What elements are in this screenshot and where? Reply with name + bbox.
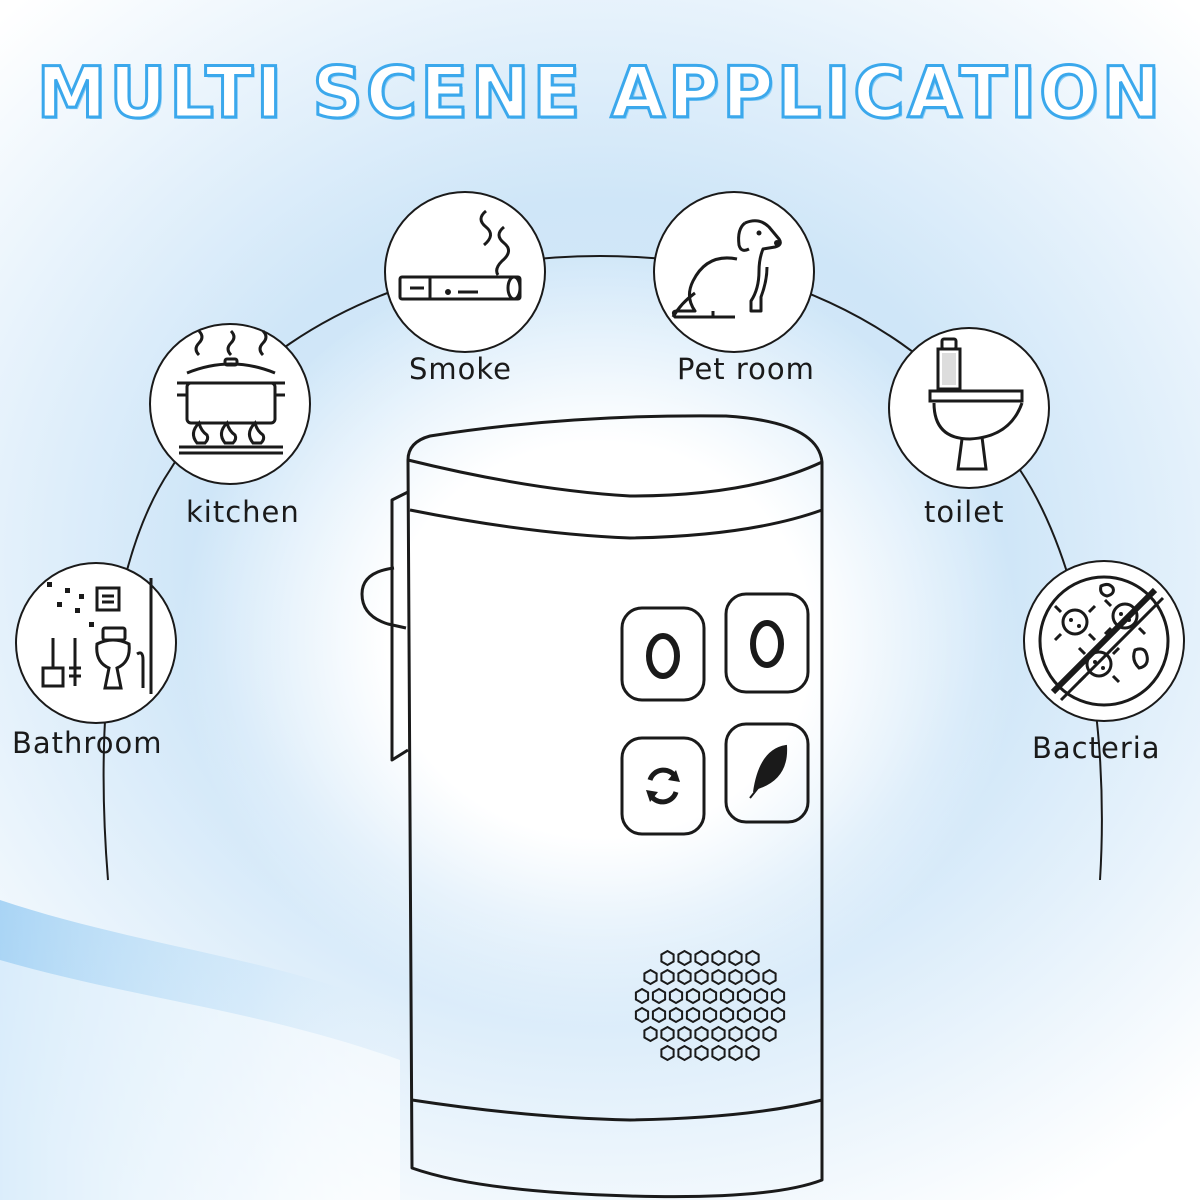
scene-label-smoke: Smoke: [409, 352, 513, 386]
grille-hole: [702, 987, 718, 1005]
grille-hole: [745, 1044, 760, 1062]
grille-hole: [694, 949, 709, 967]
button-ring-2: [724, 592, 810, 694]
grille-hole: [728, 949, 743, 967]
scene-label-pet-room: Pet room: [677, 352, 815, 386]
grille-hole: [711, 968, 726, 986]
grille-hole: [745, 968, 760, 986]
grille-hole: [694, 1044, 709, 1062]
scene-label-toilet: toilet: [924, 495, 1005, 529]
scene-label-bacteria: Bacteria: [1032, 731, 1161, 765]
scene-pet-room: [653, 191, 815, 353]
grille-hole: [677, 949, 692, 967]
grille-hole: [694, 1025, 709, 1043]
grille-hole: [719, 987, 735, 1005]
grille-hole: [677, 1025, 692, 1043]
grille-hole: [702, 1006, 718, 1024]
leaf-icon: [749, 744, 788, 799]
grille-hole: [745, 949, 760, 967]
grille-hole: [643, 968, 658, 986]
scene-bathroom: [15, 562, 177, 724]
grille-hole: [728, 968, 743, 986]
grille-hole: [711, 1044, 726, 1062]
grille-hole: [711, 1025, 726, 1043]
page-title: MULTI SCENE APPLICATION: [35, 51, 1164, 136]
grille-hole: [660, 949, 675, 967]
grille-hole: [643, 1025, 658, 1043]
grille-hole: [719, 1006, 735, 1024]
grille-hole: [677, 1044, 692, 1062]
ring-indicator-icon: [750, 620, 784, 668]
toilet-icon: [928, 337, 1024, 471]
grille-hole: [753, 987, 769, 1005]
grille-hole: [694, 968, 709, 986]
refresh-icon: [647, 767, 679, 805]
scene-toilet: [888, 327, 1050, 489]
scene-smoke: [384, 191, 546, 353]
grille-hole: [736, 1006, 752, 1024]
grille-hole: [770, 1006, 786, 1024]
grille-hole: [685, 987, 701, 1005]
grille-hole: [634, 987, 650, 1005]
grille-hole: [651, 987, 667, 1005]
grille-hole: [728, 1025, 743, 1043]
grille-hole: [668, 1006, 684, 1024]
cooking-pot-icon: [177, 329, 285, 455]
no-bacteria-icon: [1038, 575, 1170, 707]
speaker-grille: [634, 949, 786, 1062]
grille-hole: [685, 1006, 701, 1024]
grille-hole: [753, 1006, 769, 1024]
air-purifier-device: [360, 414, 824, 1199]
grille-hole: [651, 1006, 667, 1024]
grille-hole: [660, 1044, 675, 1062]
button-leaf: [724, 722, 810, 824]
scene-bacteria: [1023, 560, 1185, 722]
grille-hole: [677, 968, 692, 986]
grille-hole: [728, 1044, 743, 1062]
grille-hole: [762, 968, 777, 986]
dog-icon: [671, 219, 782, 319]
bathroom-icon: [41, 578, 153, 694]
grille-hole: [762, 1025, 777, 1043]
ring-indicator-icon: [646, 633, 680, 679]
button-ring-1: [620, 606, 706, 702]
grille-hole: [745, 1025, 760, 1043]
scene-label-kitchen: kitchen: [186, 495, 300, 529]
button-refresh: [620, 736, 706, 836]
scene-kitchen: [149, 323, 311, 485]
grille-hole: [660, 1025, 675, 1043]
grille-hole: [668, 987, 684, 1005]
grille-hole: [634, 1006, 650, 1024]
device-body: [406, 414, 824, 1199]
grille-hole: [711, 949, 726, 967]
grille-hole: [736, 987, 752, 1005]
plug-prong: [360, 566, 407, 630]
grille-hole: [660, 968, 675, 986]
cigarette-icon: [398, 209, 522, 301]
grille-hole: [770, 987, 786, 1005]
scene-label-bathroom: Bathroom: [12, 726, 163, 760]
